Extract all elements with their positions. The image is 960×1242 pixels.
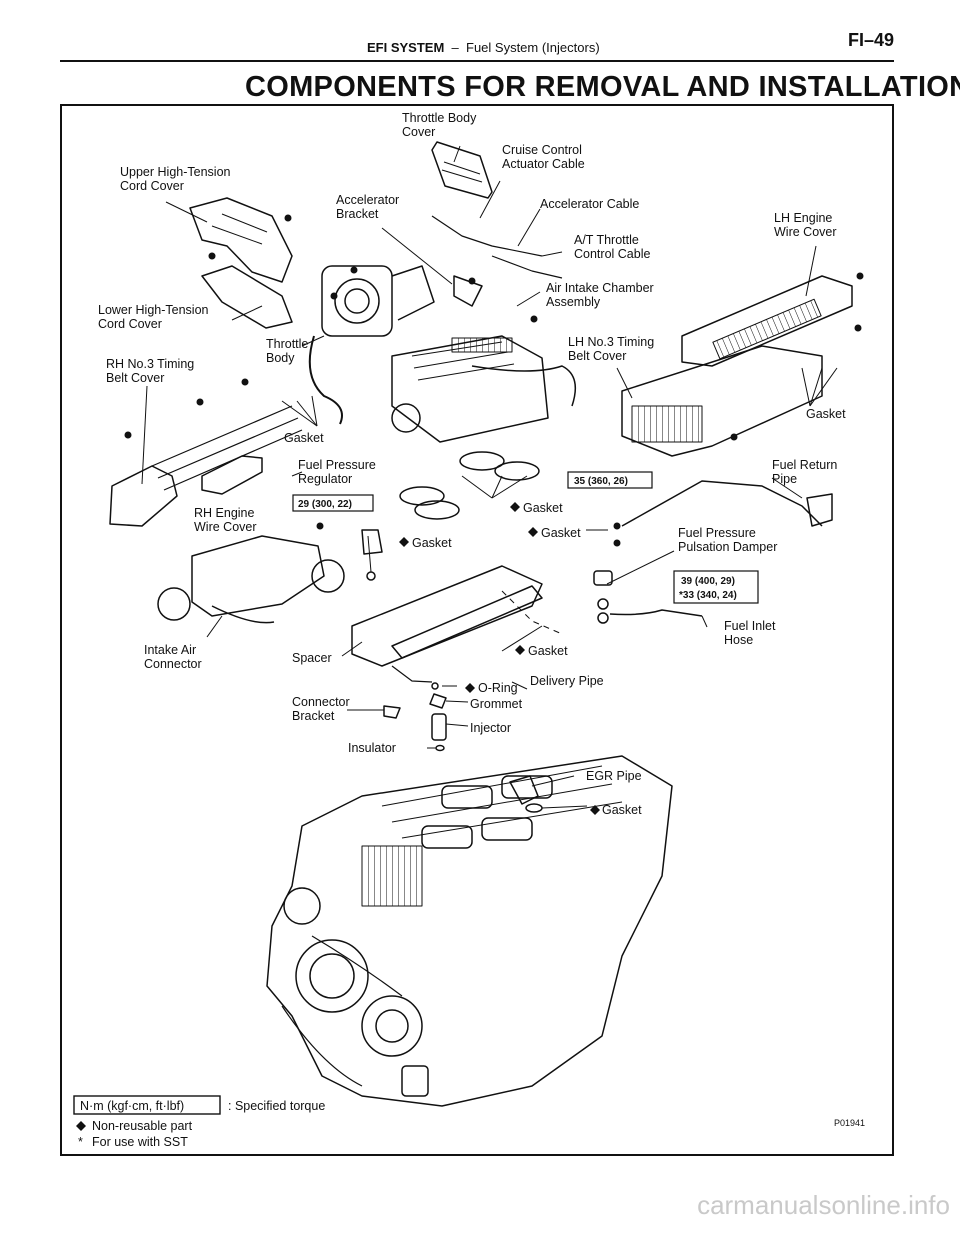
label-gasket-right: Gasket bbox=[806, 407, 846, 421]
throttle-body-cover-shape bbox=[431, 141, 493, 199]
nonreusable-markers bbox=[399, 502, 600, 815]
label-accelerator-cable: Accelerator Cable bbox=[540, 197, 639, 211]
header-section-name: EFI SYSTEM bbox=[367, 40, 445, 55]
lower-cord-cover-shape bbox=[201, 265, 293, 329]
header-subsection: Fuel System (Injectors) bbox=[466, 40, 600, 55]
label-delivery-pipe: Delivery Pipe bbox=[530, 674, 604, 688]
label-grommet: Grommet bbox=[470, 697, 523, 711]
pulsation-damper-shape bbox=[593, 570, 613, 586]
intake-gaskets-shape bbox=[399, 451, 540, 520]
header-separator: – bbox=[451, 40, 459, 55]
label-gasket-spacer: Gasket bbox=[528, 644, 568, 658]
page-header: EFI SYSTEM – Fuel System (Injectors) FI–… bbox=[0, 0, 960, 64]
spacer-shape bbox=[351, 565, 543, 667]
connector-bracket-shape bbox=[383, 705, 401, 719]
header-section: EFI SYSTEM – Fuel System (Injectors) bbox=[367, 40, 600, 55]
label-gasket-left: Gasket bbox=[284, 431, 324, 445]
label-gasket-return: Gasket bbox=[541, 526, 581, 540]
figure-code: P01941 bbox=[834, 1118, 865, 1128]
intake-air-connector-shape bbox=[191, 535, 325, 617]
legend-nonreusable: Non-reusable part bbox=[92, 1119, 193, 1133]
torque-regulator: 29 (300, 22) bbox=[298, 499, 352, 510]
fuel-regulator-shape bbox=[361, 529, 383, 555]
legend-torque-text: : Specified torque bbox=[228, 1099, 325, 1113]
label-gasket-regulator: Gasket bbox=[412, 536, 452, 550]
rh-wire-cover-shape bbox=[201, 455, 263, 495]
legend-torque-unit: N·m (kgf·cm, ft·lbf) bbox=[80, 1099, 184, 1113]
watermark: carmanualsonline.info bbox=[697, 1190, 950, 1220]
engine-block-shape bbox=[266, 755, 673, 1107]
throttle-body-shape bbox=[321, 265, 393, 337]
fuel-return-pipe-shape bbox=[621, 480, 823, 527]
label-injector: Injector bbox=[470, 721, 511, 735]
torque-damper-1: 39 (400, 29) bbox=[681, 576, 735, 587]
upper-cord-cover-shape bbox=[189, 197, 293, 283]
torque-return-pipe: 35 (360, 26) bbox=[574, 476, 628, 487]
o-ring-shape bbox=[431, 682, 439, 690]
torque-box-regulator bbox=[292, 494, 374, 512]
label-spacer: Spacer bbox=[292, 651, 332, 665]
label-gasket-intake: Gasket bbox=[523, 501, 563, 515]
label-egr-pipe: EGR Pipe bbox=[586, 769, 642, 783]
leader-lines bbox=[141, 145, 838, 809]
lh-timing-cover-shape bbox=[621, 345, 823, 457]
fuel-inlet-hose-shape bbox=[609, 609, 703, 617]
page-number: FI–49 bbox=[847, 30, 894, 50]
egr-pipe-shape bbox=[509, 775, 539, 805]
torque-damper-2: *33 (340, 24) bbox=[679, 590, 737, 601]
rh-timing-cover-shape bbox=[109, 465, 178, 527]
label-insulator: Insulator bbox=[348, 741, 396, 755]
legend-sst-text: For use with SST bbox=[92, 1135, 188, 1149]
header-rule bbox=[60, 60, 894, 62]
bolts bbox=[124, 214, 864, 547]
lh-wire-cover-shape bbox=[681, 275, 853, 367]
label-gasket-egr: Gasket bbox=[602, 803, 642, 817]
legend-diamond-icon bbox=[76, 1121, 86, 1131]
legend-sst-mark: * bbox=[78, 1135, 83, 1149]
legend-torque-box bbox=[73, 1095, 221, 1115]
torque-box-return-pipe bbox=[567, 471, 653, 489]
air-intake-chamber-shape bbox=[391, 335, 549, 443]
torque-box-damper bbox=[673, 570, 759, 604]
grommet-shape bbox=[429, 693, 447, 709]
insulator-shape bbox=[435, 744, 445, 752]
page-title: COMPONENTS FOR REMOVAL AND INSTALLATION bbox=[245, 71, 960, 103]
label-o-ring: O-Ring bbox=[478, 681, 518, 695]
injector-shape bbox=[431, 713, 447, 741]
